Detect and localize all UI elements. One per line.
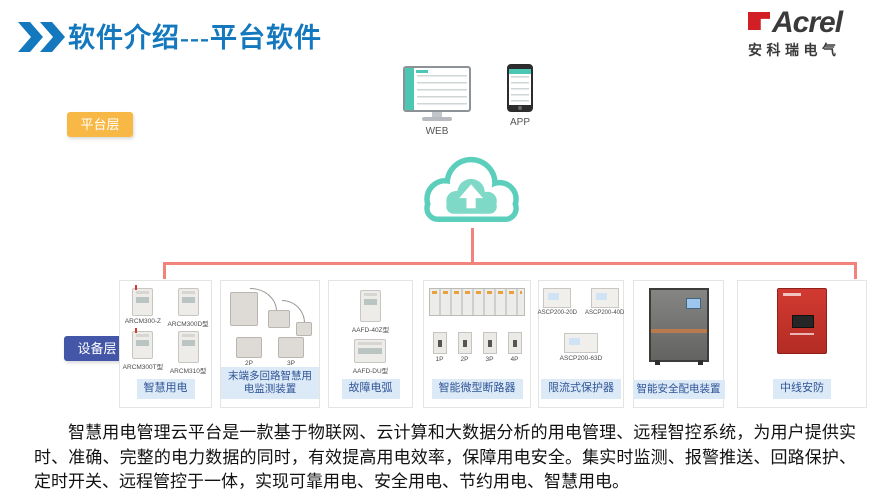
- device-category-label: 智能微型断路器: [431, 379, 523, 399]
- device-image: [177, 288, 199, 316]
- device-category-label: 故障电弧: [341, 379, 400, 399]
- logo-subtitle: 安科瑞电气: [748, 42, 841, 58]
- device-box-current-limiting-protector: ASCP200-20D ASCP200-40D ASCP200-63D 限流式保…: [538, 280, 624, 408]
- device-category-label: 智慧用电: [136, 379, 195, 399]
- device-model: ASCP200-40D: [585, 310, 625, 316]
- device-image: [132, 328, 154, 359]
- web-label: WEB: [425, 126, 449, 137]
- device-image: [777, 288, 827, 354]
- device-image: [563, 333, 598, 354]
- device-model: 4P: [510, 356, 519, 364]
- device-image: [236, 336, 262, 358]
- device-model: 2P: [245, 359, 253, 367]
- device-image: [543, 288, 572, 308]
- device-image: [432, 332, 447, 355]
- web-terminal: WEB: [402, 66, 472, 137]
- device-model: ARCM300-Z: [124, 318, 161, 325]
- device-image: [457, 332, 472, 355]
- chevron-icon: [40, 22, 65, 52]
- device-box-arc-fault: AAFD-40Z型 AAFD-DU型 故障电弧: [328, 280, 413, 408]
- device-image: [224, 288, 316, 337]
- device-box-neutral-line-security: 中线安防: [737, 280, 867, 408]
- device-model: 3P: [287, 359, 295, 367]
- device-model: ARCM300T型: [122, 364, 164, 371]
- connector-line-right-drop: [854, 262, 857, 279]
- acrel-logo: Acrel 安科瑞电气: [748, 8, 874, 60]
- page-title: 软件介绍---平台软件: [68, 23, 322, 53]
- smartphone-icon: [507, 64, 533, 112]
- app-terminal: APP: [500, 64, 540, 128]
- description-text: 智慧用电管理云平台是一款基于物联网、云计算和大数据分析的用电管理、远程智控系统，…: [34, 423, 856, 492]
- device-category-label: 中线安防: [773, 379, 831, 399]
- device-model: 3P: [485, 356, 494, 364]
- device-image: [429, 288, 525, 316]
- connector-line-horizontal: [163, 262, 857, 265]
- device-model: ASCP200-63D: [559, 355, 603, 363]
- device-model: AAFD-DU型: [352, 367, 389, 375]
- app-label: APP: [509, 117, 530, 128]
- device-category-label: 限流式保护器: [541, 379, 621, 399]
- device-box-smart-breaker: 1P 2P 3P 4P 智能微型断路器: [423, 280, 531, 408]
- platform-layer-badge: 平台层: [67, 112, 133, 137]
- device-image: [132, 285, 154, 316]
- cloud-upload-icon: [424, 156, 519, 223]
- device-model: ARCM300D型: [167, 321, 209, 328]
- device-box-smart-power: ARCM300-Z ARCM300D型 ARCM300T型 ARCM310型 智…: [119, 280, 212, 408]
- device-model: 2P: [460, 356, 469, 364]
- desktop-monitor-icon: [403, 66, 471, 112]
- device-model: ASCP200-20D: [537, 310, 577, 316]
- logo-brand-text: Acrel: [772, 6, 843, 39]
- device-image: [648, 288, 709, 365]
- device-image: [359, 290, 381, 322]
- device-image: [177, 331, 199, 363]
- device-model: 1P: [435, 356, 444, 364]
- device-box-safety-distribution: 智能安全配电装置: [632, 280, 725, 408]
- connector-line-stem: [471, 228, 474, 264]
- double-chevron-icon: [18, 22, 65, 52]
- device-image: [354, 338, 387, 363]
- device-box-multi-loop-monitor: 2P 3P 末端多回路智慧用电监测装置: [220, 280, 320, 408]
- connector-line-left-drop: [163, 262, 166, 279]
- device-image: [507, 332, 522, 355]
- device-model: AAFD-40Z型: [351, 327, 390, 334]
- device-image: [590, 288, 619, 308]
- acrel-logo-mark-icon: [748, 12, 770, 30]
- device-image: [482, 332, 497, 355]
- device-image: [278, 336, 304, 358]
- device-category-label: 智能安全配电装置: [632, 379, 725, 399]
- chevron-icon: [18, 22, 43, 52]
- device-category-label: 末端多回路智慧用电监测装置: [221, 366, 319, 399]
- device-model: ARCM310型: [169, 368, 207, 375]
